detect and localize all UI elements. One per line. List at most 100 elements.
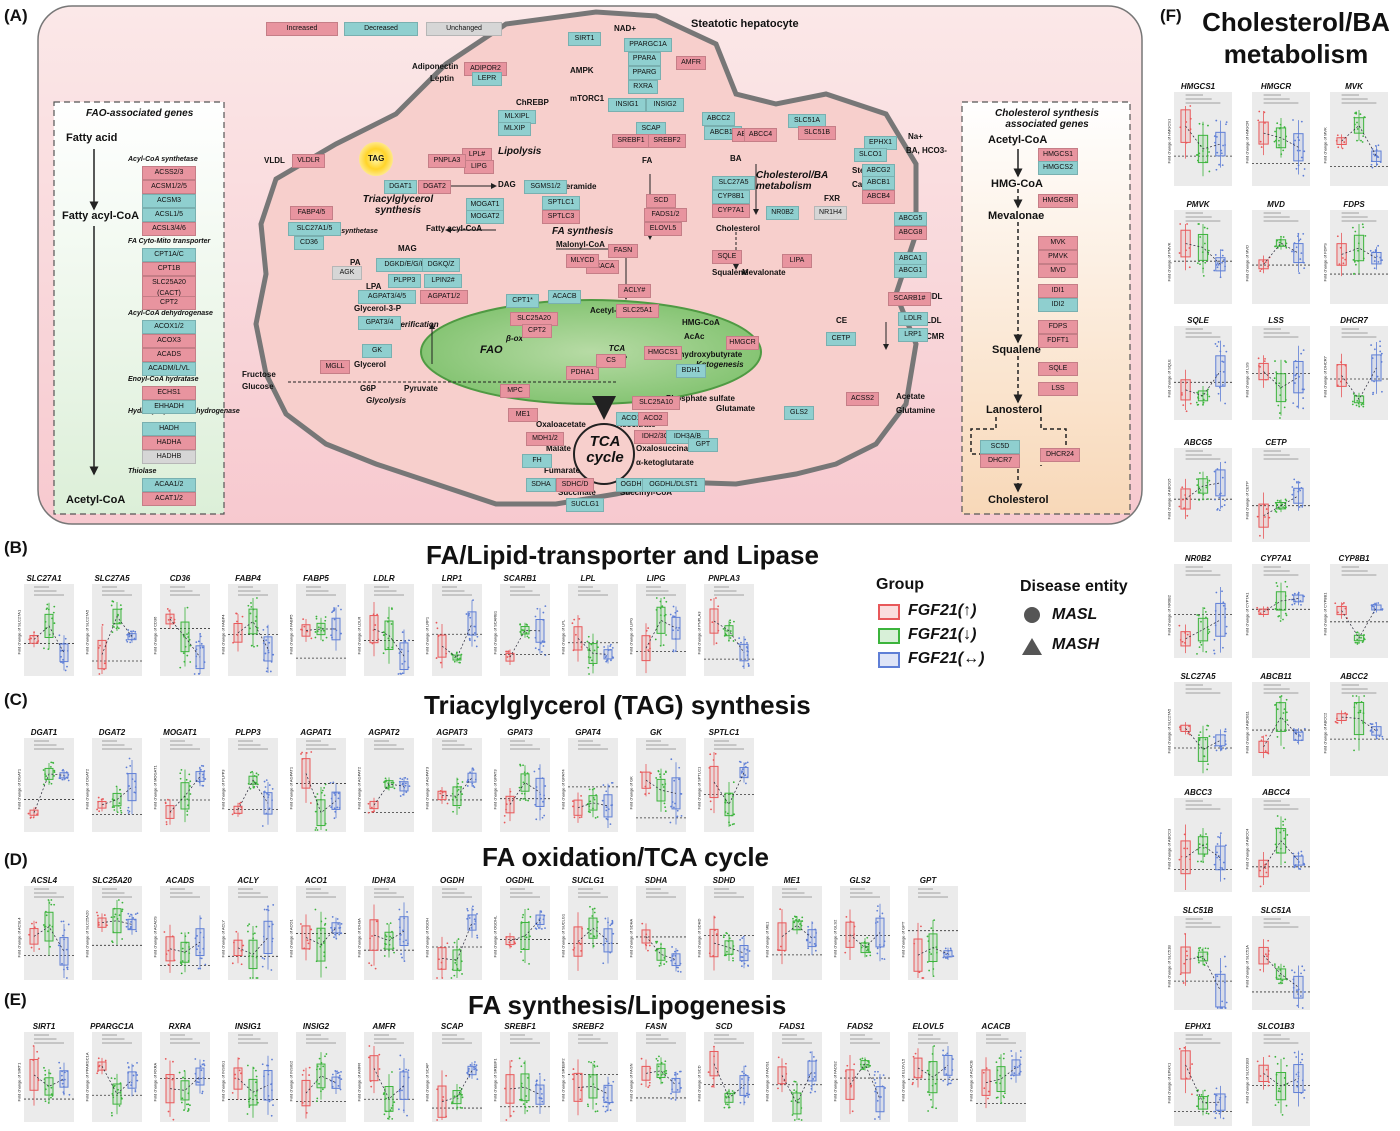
data-point [1294, 600, 1297, 603]
data-point [1297, 164, 1300, 167]
data-point [186, 810, 189, 813]
data-point [610, 659, 612, 662]
data-point [649, 787, 652, 789]
data-point [1274, 827, 1277, 830]
y-axis-label: Fold change of LDLR [356, 616, 362, 655]
data-point [744, 1065, 747, 1068]
data-point [944, 957, 947, 959]
data-point [183, 1070, 186, 1072]
data-point [383, 780, 386, 783]
plot-title: FABP4 [235, 574, 261, 583]
data-point [708, 766, 711, 769]
data-point [132, 630, 135, 633]
data-point [1372, 153, 1375, 156]
data-point [404, 640, 407, 643]
data-point [475, 645, 478, 648]
data-point [538, 1097, 541, 1099]
data-point [1300, 854, 1303, 857]
mean-trend-line [645, 1070, 677, 1086]
data-point [869, 954, 872, 957]
data-point [398, 780, 401, 783]
data-point [1283, 1057, 1285, 1060]
data-point [1301, 388, 1304, 391]
data-point [1276, 736, 1279, 738]
data-point [674, 638, 677, 640]
data-point [183, 635, 185, 638]
data-point [1336, 717, 1338, 720]
data-point [67, 779, 70, 782]
data-point [1221, 383, 1224, 386]
data-point [1372, 393, 1374, 396]
data-point [62, 1079, 65, 1082]
data-point [267, 909, 270, 912]
box [875, 1086, 885, 1113]
data-point [520, 1065, 523, 1068]
data-point [111, 624, 114, 627]
fao-gene-chip: ACOX1/2 [142, 320, 196, 334]
data-point [594, 1110, 597, 1113]
data-point [384, 942, 386, 945]
metabolite-label: Pyruvate [404, 384, 438, 393]
fao-gene-chip: ACSM3 [142, 194, 196, 208]
plot-canvas [92, 886, 142, 980]
box [641, 929, 651, 944]
data-point [726, 630, 729, 632]
data-point [1198, 737, 1201, 740]
data-point [256, 783, 259, 786]
data-point [525, 1101, 528, 1103]
data-point [247, 930, 249, 933]
data-point [672, 629, 674, 632]
data-point [740, 771, 743, 774]
data-point [387, 637, 390, 640]
data-point [1275, 371, 1278, 374]
gene-chip: SCARB1# [888, 292, 931, 306]
data-point [472, 769, 475, 771]
data-point [1259, 869, 1262, 872]
data-point [1357, 402, 1360, 405]
data-point [522, 913, 525, 916]
data-point [1214, 141, 1216, 144]
data-point [238, 1057, 240, 1060]
metabolite-label: Oxaloacetate [536, 420, 586, 429]
data-point [1256, 606, 1259, 609]
data-point [602, 1099, 605, 1101]
data-point [1283, 837, 1286, 840]
data-point [1220, 745, 1223, 748]
data-point [301, 758, 304, 760]
data-point [473, 639, 476, 642]
plot-canvas [92, 1032, 142, 1122]
data-point [316, 1065, 319, 1068]
plot-canvas [228, 886, 278, 980]
data-point [1293, 478, 1296, 481]
data-point [134, 1090, 137, 1093]
data-point [58, 777, 61, 779]
plot-canvas [24, 886, 74, 980]
data-point [1215, 374, 1218, 377]
data-point [1283, 406, 1286, 409]
data-point [1225, 625, 1228, 628]
data-point [725, 799, 728, 802]
data-point [461, 781, 464, 783]
data-point [197, 945, 200, 947]
data-point [111, 600, 114, 603]
plot-panel [24, 738, 74, 832]
data-point [460, 653, 463, 656]
data-point [314, 631, 317, 633]
data-point [306, 630, 309, 633]
data-point [795, 1090, 798, 1093]
data-point [314, 636, 317, 639]
data-point [468, 1068, 470, 1070]
data-point [164, 1058, 167, 1060]
data-point [46, 603, 49, 606]
data-point [674, 1073, 676, 1076]
data-point [44, 910, 47, 913]
data-point [1283, 965, 1285, 968]
data-point [250, 605, 253, 608]
data-point [1184, 641, 1186, 644]
plot-canvas [500, 738, 550, 832]
